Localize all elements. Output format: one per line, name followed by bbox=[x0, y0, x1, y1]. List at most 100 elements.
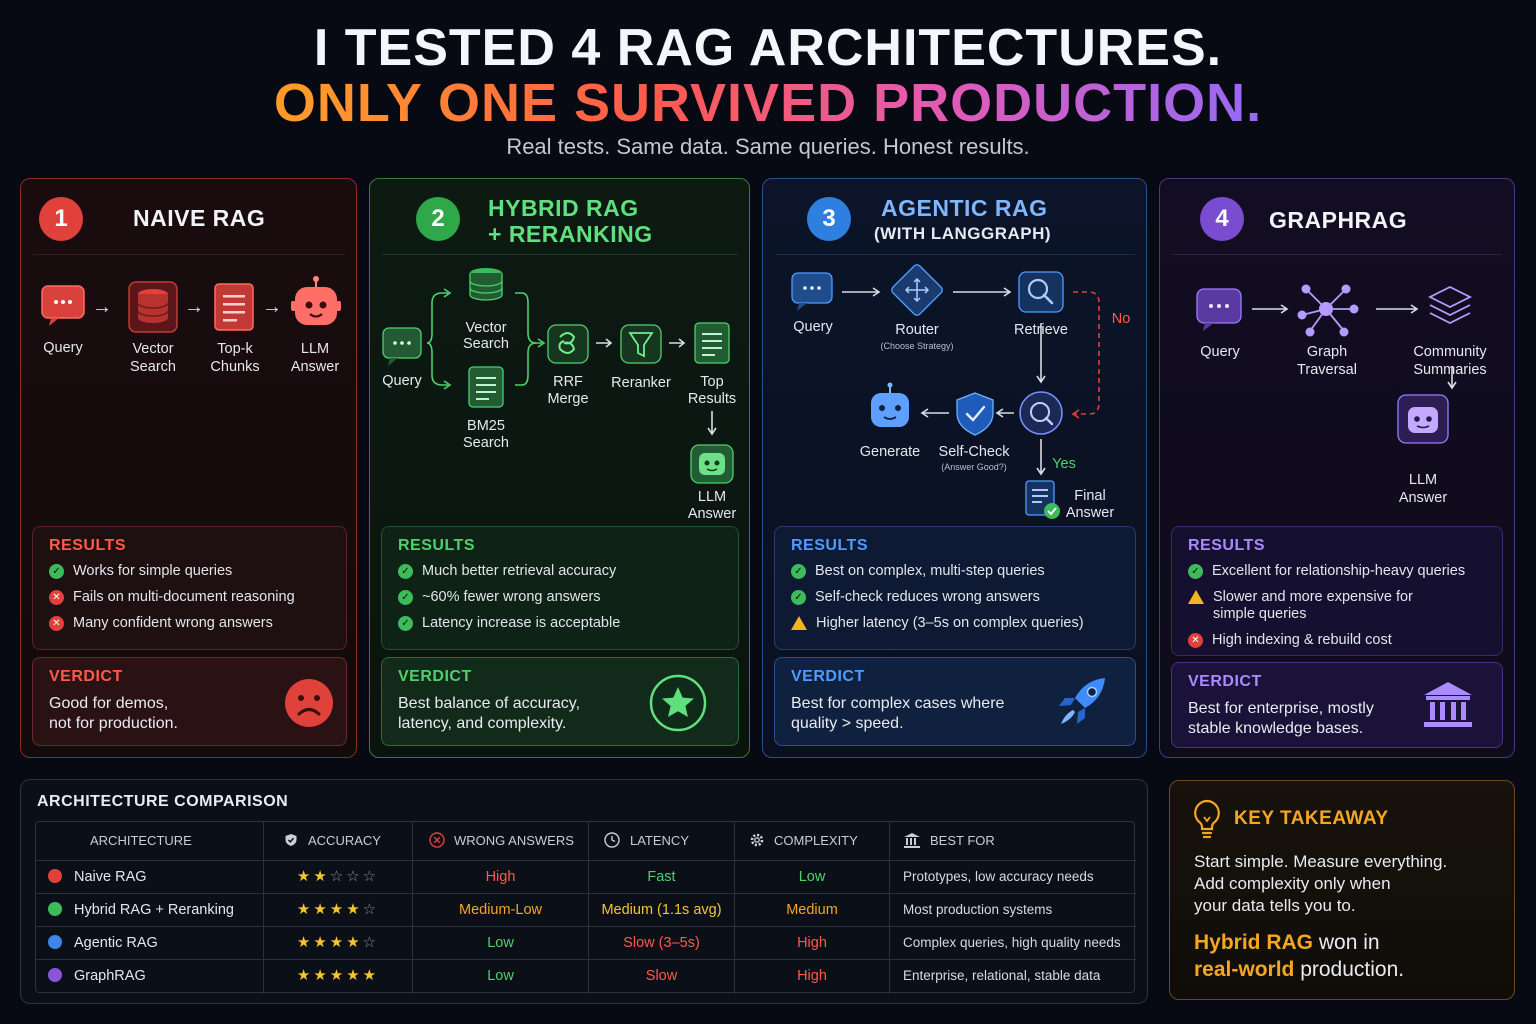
star-empty-icon: ☆ bbox=[329, 868, 347, 885]
star-empty-icon: ☆ bbox=[362, 934, 380, 951]
star-filled-icon: ★ bbox=[346, 967, 363, 984]
divider bbox=[33, 254, 345, 255]
star-filled-icon: ★ bbox=[313, 901, 330, 918]
verdict-text: Best balance of accuracy,latency, and co… bbox=[398, 695, 581, 732]
bank-building-icon bbox=[1424, 682, 1472, 727]
results-box: RESULTS ✓Works for simple queries ✕Fails… bbox=[32, 526, 347, 650]
table-cell-wrong-answers: Low bbox=[487, 935, 514, 951]
warning-icon bbox=[791, 616, 807, 630]
result-item: ✕Fails on multi-document reasoning bbox=[49, 589, 330, 606]
row-color-dot bbox=[48, 869, 62, 883]
results-box: RESULTS ✓Excellent for relationship-heav… bbox=[1171, 526, 1503, 656]
table-cell-best-for: Prototypes, low accuracy needs bbox=[903, 869, 1094, 884]
check-icon: ✓ bbox=[791, 564, 806, 579]
building-icon bbox=[904, 833, 920, 848]
table-cell-latency: Fast bbox=[647, 869, 676, 885]
verdict-heading: VERDICT bbox=[791, 668, 865, 685]
table-cell-architecture: Agentic RAG bbox=[48, 927, 260, 959]
flow-label-self-check: Self-Check bbox=[938, 444, 1010, 460]
check-icon: ✓ bbox=[398, 616, 413, 631]
column-header: ARCHITECTURE bbox=[90, 833, 192, 848]
results-heading: RESULTS bbox=[49, 537, 126, 554]
verdict-box: VERDICT Best balance of accuracy,latency… bbox=[381, 657, 739, 746]
flow-sub-self-check: (Answer Good?) bbox=[941, 462, 1007, 472]
flow-label-query: Query bbox=[382, 373, 422, 389]
result-item: ✓~60% fewer wrong answers bbox=[398, 589, 722, 606]
table-cell-architecture: GraphRAG bbox=[48, 960, 260, 992]
star-filled-icon: ★ bbox=[346, 901, 363, 918]
x-circle-icon bbox=[429, 832, 445, 848]
verdict-heading: VERDICT bbox=[398, 668, 472, 685]
table-cell-architecture: Naive RAG bbox=[48, 861, 260, 893]
comparison-section: ARCHITECTURE COMPARISON ARCHITECTURE ACC… bbox=[20, 779, 1148, 1004]
chat-bubble-icon bbox=[41, 285, 85, 326]
flow-label-router: Router bbox=[895, 322, 939, 338]
star-badge-icon bbox=[649, 674, 707, 732]
flow-label-retrieve: Retrieve bbox=[1014, 322, 1068, 338]
flow-label-query: Query bbox=[793, 319, 833, 335]
verdict-text: Good for demos,not for production. bbox=[49, 695, 178, 732]
result-item: ✓Latency increase is acceptable bbox=[398, 615, 722, 632]
clock-icon bbox=[604, 832, 620, 848]
panel-number: 3 bbox=[807, 197, 851, 241]
lightbulb-icon bbox=[1194, 799, 1220, 839]
check-icon: ✓ bbox=[791, 590, 806, 605]
star-filled-icon: ★ bbox=[313, 868, 330, 885]
arrow-right-icon: → bbox=[184, 296, 204, 318]
sad-face-icon bbox=[285, 679, 333, 727]
key-takeaway-card: KEY TAKEAWAY Start simple. Measure every… bbox=[1169, 780, 1515, 1000]
arrow-right-icon: → bbox=[92, 296, 112, 318]
panel-title: NAIVE RAG bbox=[133, 205, 266, 231]
column-header: ACCURACY bbox=[284, 822, 381, 860]
column-header: LATENCY bbox=[604, 822, 689, 860]
table-cell-complexity: High bbox=[797, 935, 827, 951]
robot-icon bbox=[291, 276, 341, 325]
flow-label-reranker: Reranker bbox=[611, 375, 671, 391]
result-item: ✓Much better retrieval accuracy bbox=[398, 563, 722, 580]
result-item: ✓Best on complex, multi-step queries bbox=[791, 563, 1119, 580]
divider bbox=[382, 254, 738, 255]
arrow-right-icon: → bbox=[262, 296, 282, 318]
star-filled-icon: ★ bbox=[296, 934, 314, 951]
flow-label-query: Query bbox=[1200, 344, 1240, 360]
check-icon: ✓ bbox=[49, 564, 64, 579]
star-filled-icon: ★ bbox=[313, 934, 330, 951]
star-filled-icon: ★ bbox=[313, 967, 330, 984]
star-filled-icon: ★ bbox=[296, 868, 314, 885]
x-icon: ✕ bbox=[1188, 633, 1203, 648]
star-filled-icon: ★ bbox=[296, 901, 314, 918]
table-cell-latency: Slow (3–5s) bbox=[623, 935, 700, 951]
table-cell-best-for: Complex queries, high quality needs bbox=[903, 935, 1121, 950]
rocket-icon bbox=[1059, 678, 1105, 724]
panel-number: 2 bbox=[416, 197, 460, 241]
takeaway-title: KEY TAKEAWAY bbox=[1234, 808, 1389, 829]
star-filled-icon: ★ bbox=[346, 934, 363, 951]
results-box: RESULTS ✓Best on complex, multi-step que… bbox=[774, 526, 1136, 650]
row-color-dot bbox=[48, 968, 62, 982]
flow-label-yes: Yes bbox=[1052, 456, 1076, 472]
agentic-flow-diagram bbox=[791, 264, 1100, 519]
results-heading: RESULTS bbox=[791, 537, 868, 554]
table-cell-complexity: High bbox=[797, 968, 827, 984]
page-subtitle: Real tests. Same data. Same queries. Hon… bbox=[506, 134, 1030, 159]
results-heading: RESULTS bbox=[1188, 537, 1265, 554]
x-icon: ✕ bbox=[49, 616, 64, 631]
divider bbox=[1172, 254, 1502, 255]
results-box: RESULTS ✓Much better retrieval accuracy … bbox=[381, 526, 739, 650]
panel-number: 1 bbox=[39, 197, 83, 241]
result-item: ✕Many confident wrong answers bbox=[49, 615, 330, 632]
column-header: WRONG ANSWERS bbox=[429, 822, 574, 860]
